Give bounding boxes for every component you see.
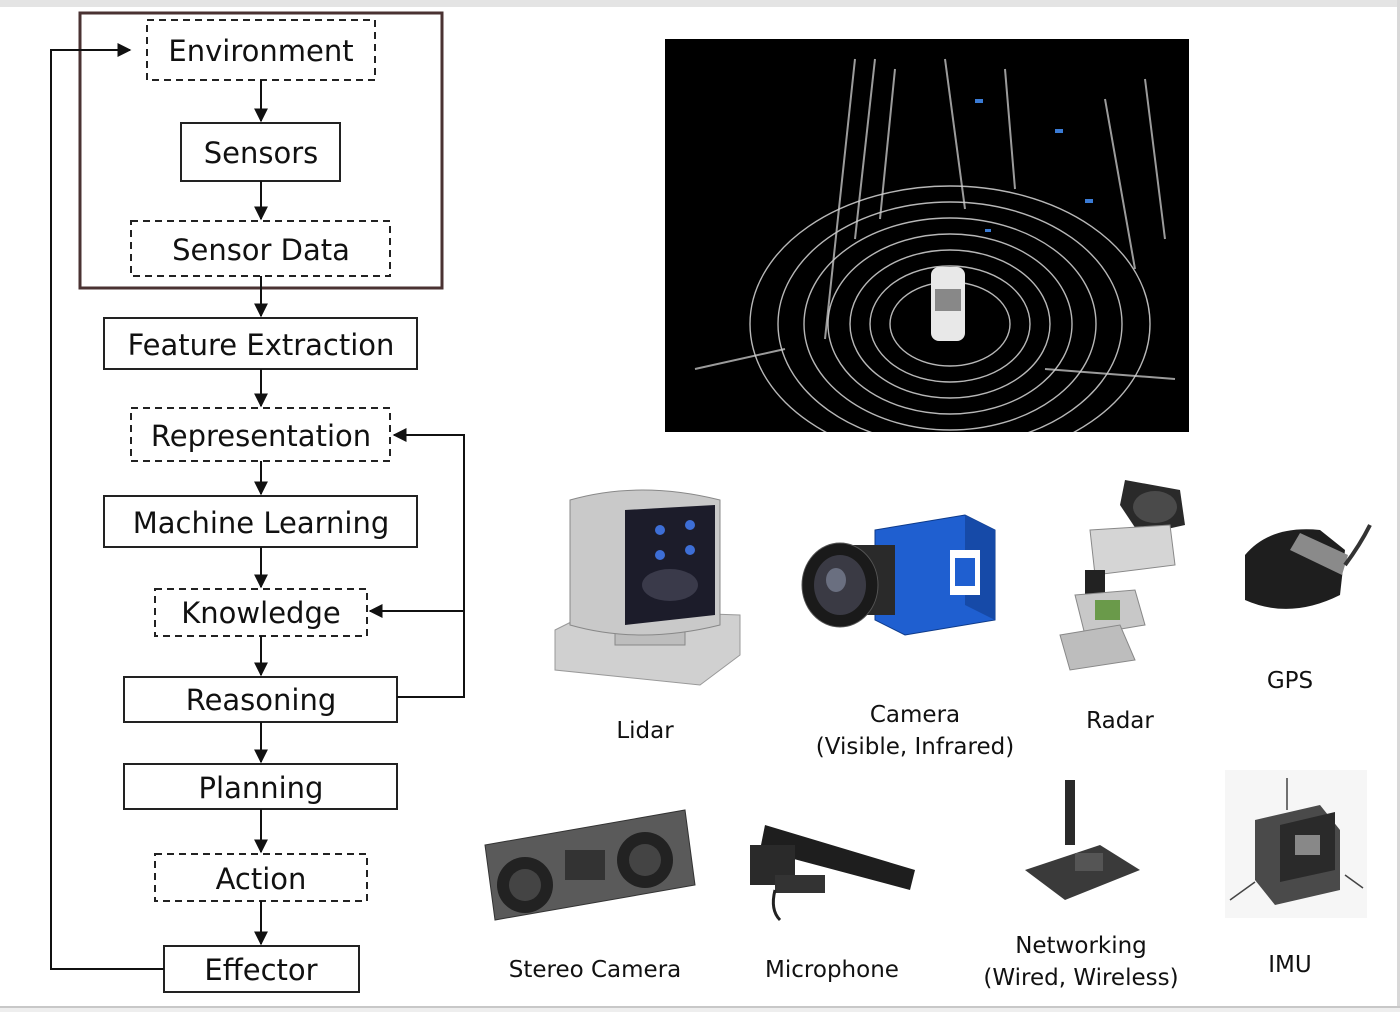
action-label: Action — [216, 862, 307, 896]
environment-label: Environment — [168, 34, 353, 68]
sensors-label: Sensors — [204, 136, 319, 170]
stereo-camera-device-image — [484, 809, 696, 921]
window-bottom-line — [0, 1006, 1400, 1008]
camera-caption-line2: (Visible, Infrared) — [815, 734, 1015, 760]
camera-device-image — [801, 514, 996, 636]
lidar-device-image — [554, 489, 741, 686]
lidar-caption: Lidar — [616, 718, 674, 744]
window-right-edge — [1397, 0, 1400, 1012]
radar-caption: Radar — [1086, 708, 1154, 734]
radar-device-image — [1059, 480, 1185, 671]
networking-caption-line2: (Wired, Wireless) — [983, 965, 1179, 991]
planning-label: Planning — [199, 771, 324, 805]
window-bottom-bar — [0, 1008, 1400, 1012]
imu-caption: IMU — [1268, 952, 1312, 978]
sensor-data-label: Sensor Data — [172, 233, 350, 267]
representation-label: Representation — [151, 419, 371, 453]
machine-learning-label: Machine Learning — [133, 506, 390, 540]
window-top-bar — [0, 0, 1400, 7]
knowledge-label: Knowledge — [181, 596, 340, 630]
gps-caption: GPS — [1266, 668, 1314, 694]
lidar-point-cloud-image — [665, 39, 1189, 432]
microphone-caption: Microphone — [765, 957, 899, 983]
sensor-data-box — [130, 220, 391, 277]
reasoning-feedback-loop — [368, 428, 465, 698]
microphone-device-image — [750, 825, 915, 922]
effector-to-environment-loop — [50, 43, 164, 970]
effector-label: Effector — [204, 953, 317, 987]
imu-device-image — [1225, 770, 1367, 918]
stereo-camera-caption: Stereo Camera — [508, 957, 682, 983]
camera-caption-line1: Camera — [869, 702, 961, 728]
gps-device-image — [1245, 524, 1372, 609]
reasoning-label: Reasoning — [186, 683, 337, 717]
networking-device-image — [1025, 780, 1140, 900]
networking-caption-line1: Networking — [1015, 933, 1147, 959]
feature-extraction-label: Feature Extraction — [128, 328, 395, 362]
